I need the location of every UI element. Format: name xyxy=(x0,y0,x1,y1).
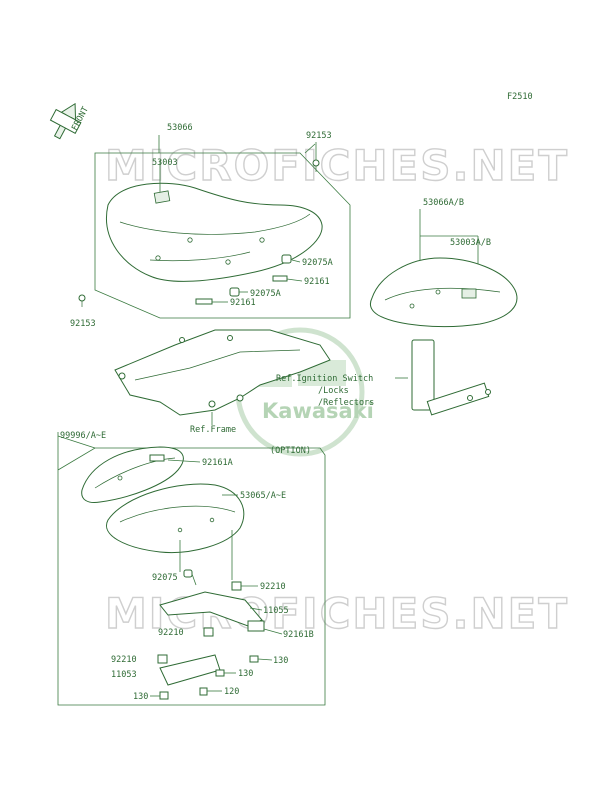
label-53003: 53003 xyxy=(152,158,178,168)
label-11053: 11053 xyxy=(111,670,137,680)
label-ref-ignition-1: Ref.Ignition Switch xyxy=(276,374,373,384)
label-92075A-1: 92075A xyxy=(302,258,333,268)
label-53066AB: 53066A/B xyxy=(423,198,464,208)
label-99996: 99996/A~E xyxy=(60,431,106,441)
watermark-top: MICROFICHES.NET xyxy=(105,141,569,190)
rear-seat-cover-53066AB xyxy=(369,257,518,328)
bolt-130-3 xyxy=(159,691,169,700)
bolt-120 xyxy=(199,687,208,696)
label-92161A: 92161A xyxy=(202,458,233,468)
bolt-92153-left xyxy=(78,294,86,307)
seat-53066 xyxy=(106,182,323,282)
clip-92161-2 xyxy=(195,298,213,305)
label-92075A-2: 92075A xyxy=(250,289,281,299)
label-ref-frame: Ref.Frame xyxy=(190,425,236,435)
damper-92075 xyxy=(183,569,193,578)
label-53066: 53066 xyxy=(167,123,193,133)
label-ref-ignition-3: /Reflectors xyxy=(318,398,374,408)
option-seat-cover-99996 xyxy=(81,446,184,503)
label-92161-2: 92161 xyxy=(230,298,256,308)
label-92075: 92075 xyxy=(152,573,178,583)
nut-92210-2 xyxy=(203,627,214,637)
bracket-11055 xyxy=(159,591,265,632)
label-92153-top: 92153 xyxy=(306,131,332,141)
label-130-3: 130 xyxy=(133,692,148,702)
label-130-1: 130 xyxy=(273,656,288,666)
label-11055: 11055 xyxy=(263,606,289,616)
seat-lock-bracket xyxy=(411,339,491,416)
bolt-130-2 xyxy=(215,669,225,677)
label-130-2: 130 xyxy=(238,669,253,679)
label-option: (OPTION) xyxy=(270,446,311,456)
label-92210-2: 92210 xyxy=(158,628,184,638)
clip-92161-1 xyxy=(272,275,288,282)
option-seat-53065 xyxy=(106,483,245,554)
label-92210-3: 92210 xyxy=(111,655,137,665)
figure-code: F2510 xyxy=(507,92,533,102)
label-92161B: 92161B xyxy=(283,630,314,640)
nut-92210-1 xyxy=(231,581,242,591)
svg-text:Kawasaki: Kawasaki xyxy=(262,399,374,423)
nut-92210-3 xyxy=(157,654,168,664)
label-ref-ignition-2: /Locks xyxy=(318,386,349,396)
frame-ref xyxy=(114,329,331,416)
label-53065: 53065/A~E xyxy=(240,491,286,501)
front-arrow-icon xyxy=(49,102,82,140)
label-92210-1: 92210 xyxy=(260,582,286,592)
damper-92075A-1 xyxy=(281,254,292,264)
label-92153-left: 92153 xyxy=(70,319,96,329)
plate-11053 xyxy=(159,654,221,686)
label-53003AB: 53003A/B xyxy=(450,238,491,248)
label-92161-1: 92161 xyxy=(304,277,330,287)
label-120: 120 xyxy=(224,687,239,697)
damper-92075A-2 xyxy=(229,287,240,297)
bolt-130-1 xyxy=(249,655,259,663)
